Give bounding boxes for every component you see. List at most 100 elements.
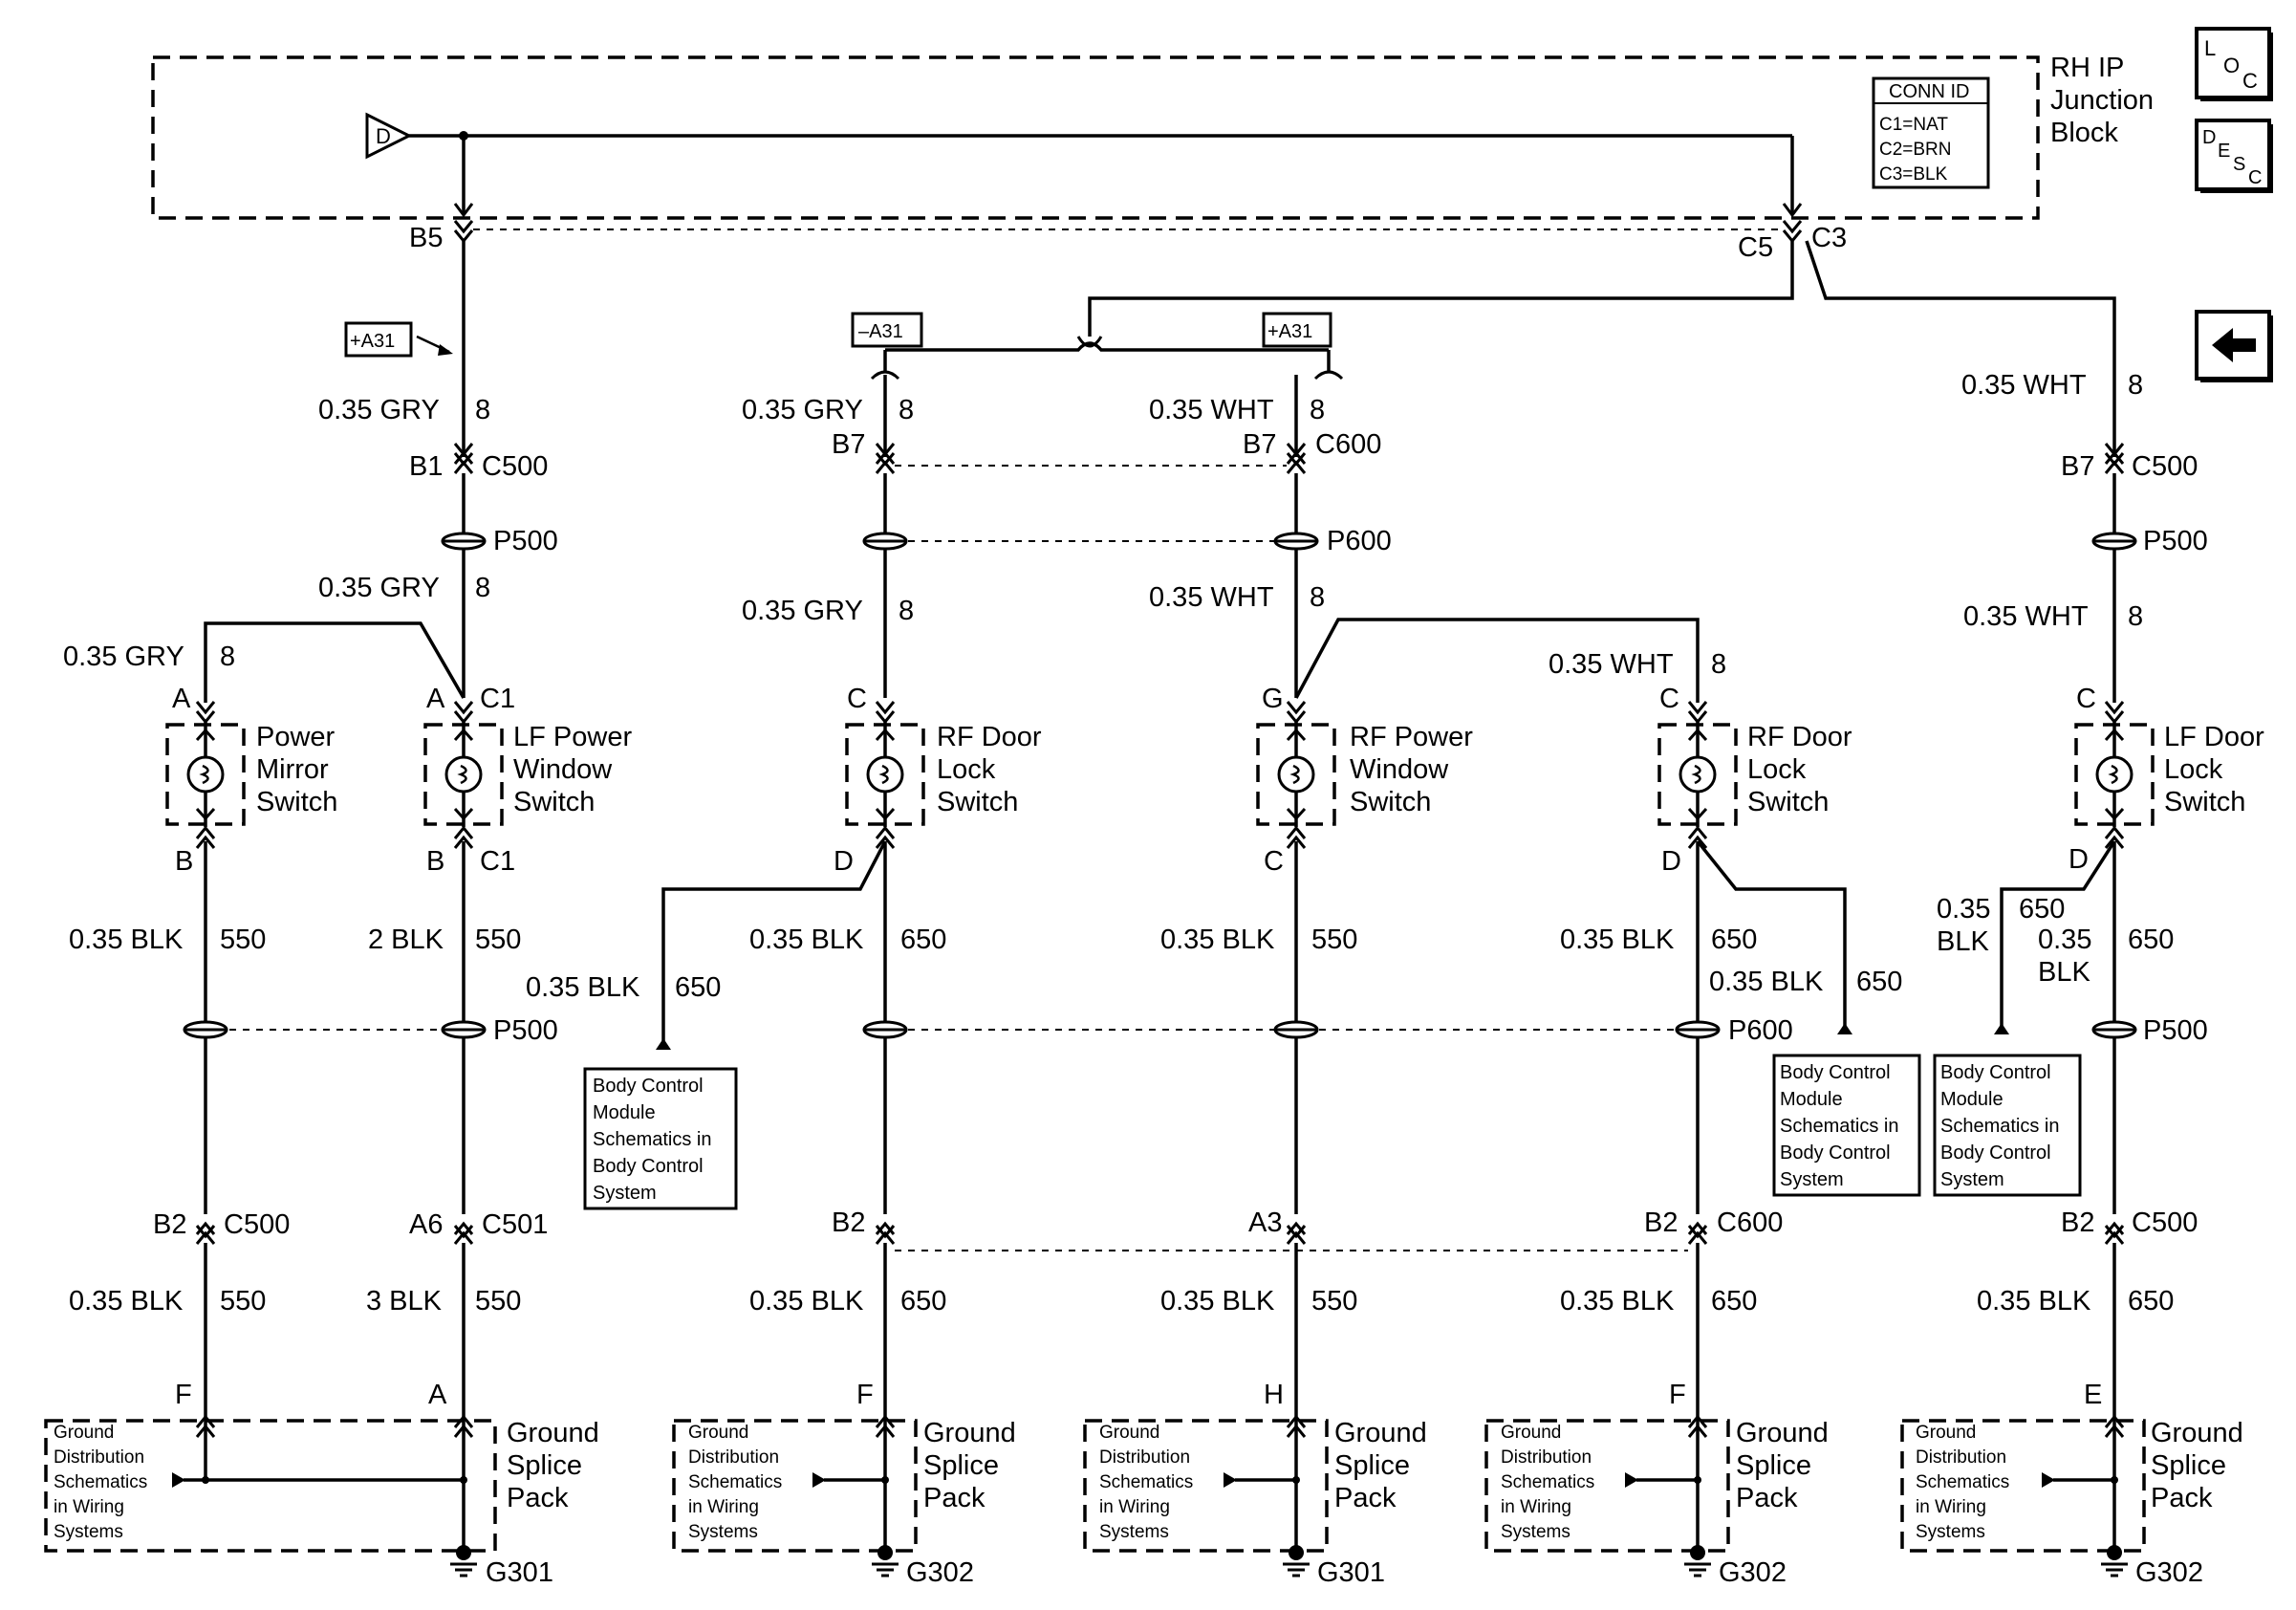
svg-text:Systems: Systems xyxy=(1099,1522,1169,1542)
svg-text:8: 8 xyxy=(2128,601,2143,632)
svg-text:P500: P500 xyxy=(493,1015,558,1046)
svg-text:Switch: Switch xyxy=(1350,787,1431,817)
svg-text:Ground: Ground xyxy=(1099,1423,1159,1443)
svg-text:Window: Window xyxy=(513,754,613,785)
svg-text:Schematics: Schematics xyxy=(1099,1472,1193,1492)
svg-text:Switch: Switch xyxy=(513,787,595,817)
svg-text:B7: B7 xyxy=(2061,451,2094,482)
svg-text:Body Control: Body Control xyxy=(593,1076,704,1097)
svg-text:0.35 GRY: 0.35 GRY xyxy=(318,573,440,603)
svg-text:Lock: Lock xyxy=(1747,754,1807,785)
svg-text:Switch: Switch xyxy=(2164,787,2245,817)
svg-text:Distribution: Distribution xyxy=(1916,1447,2006,1468)
svg-text:B1: B1 xyxy=(409,451,443,482)
svg-text:8: 8 xyxy=(899,395,914,425)
svg-text:Splice: Splice xyxy=(2151,1450,2226,1481)
svg-text:650: 650 xyxy=(675,972,721,1003)
svg-text:650: 650 xyxy=(2128,1286,2174,1316)
svg-text:Systems: Systems xyxy=(1916,1522,1985,1542)
svg-text:Body Control: Body Control xyxy=(1780,1142,1891,1164)
svg-text:G301: G301 xyxy=(1317,1557,1385,1588)
svg-text:+A31: +A31 xyxy=(350,331,395,352)
svg-text:A: A xyxy=(428,1380,447,1410)
svg-text:Body Control: Body Control xyxy=(1940,1142,2051,1164)
svg-text:Body Control: Body Control xyxy=(593,1156,704,1177)
svg-text:P600: P600 xyxy=(1728,1015,1793,1046)
svg-text:Schematics in: Schematics in xyxy=(1780,1116,1899,1137)
svg-text:L: L xyxy=(2204,36,2216,60)
loc-button[interactable]: L O C xyxy=(2195,27,2273,101)
svg-text:0.35 BLK: 0.35 BLK xyxy=(1560,925,1675,955)
svg-text:Pack: Pack xyxy=(1736,1483,1798,1513)
svg-text:C500: C500 xyxy=(224,1209,290,1240)
svg-text:0.35 BLK: 0.35 BLK xyxy=(526,972,640,1003)
svg-text:in Wiring: in Wiring xyxy=(54,1497,124,1517)
svg-text:0.35 GRY: 0.35 GRY xyxy=(63,642,184,672)
svg-text:650: 650 xyxy=(900,925,946,955)
ground-splice-pack-3: Ground Distribution Schematics in Wiring… xyxy=(1083,1405,1427,1553)
svg-text:650: 650 xyxy=(1711,925,1757,955)
svg-text:Mirror: Mirror xyxy=(256,754,329,785)
svg-text:C600: C600 xyxy=(1315,429,1381,460)
svg-text:Schematics in: Schematics in xyxy=(1940,1116,2060,1137)
svg-text:B2: B2 xyxy=(832,1208,865,1238)
svg-text:0.35 BLK: 0.35 BLK xyxy=(69,925,184,955)
svg-text:Distribution: Distribution xyxy=(54,1447,144,1468)
svg-text:H: H xyxy=(1264,1380,1284,1410)
svg-text:B5: B5 xyxy=(409,223,443,253)
svg-text:C600: C600 xyxy=(1717,1208,1783,1238)
svg-text:BLK: BLK xyxy=(1937,926,1989,957)
svg-text:B: B xyxy=(426,846,444,877)
svg-text:Ground: Ground xyxy=(2151,1418,2243,1448)
svg-text:Schematics: Schematics xyxy=(54,1472,147,1492)
rf-power-window-switch: RF Power Window Switch xyxy=(1256,720,1473,829)
svg-text:BLK: BLK xyxy=(2038,957,2090,988)
svg-text:650: 650 xyxy=(900,1286,946,1316)
svg-text:650: 650 xyxy=(2019,894,2065,925)
svg-text:P500: P500 xyxy=(493,526,558,556)
svg-text:in Wiring: in Wiring xyxy=(688,1497,759,1517)
svg-text:0.35 BLK: 0.35 BLK xyxy=(1160,1286,1275,1316)
left-arrow-icon[interactable] xyxy=(2195,310,2273,382)
svg-text:G301: G301 xyxy=(486,1557,553,1588)
svg-text:B7: B7 xyxy=(832,429,865,460)
svg-text:D: D xyxy=(1661,846,1681,877)
svg-text:0.35 WHT: 0.35 WHT xyxy=(1961,370,2087,401)
svg-text:B2: B2 xyxy=(2061,1208,2094,1238)
svg-text:0.35 BLK: 0.35 BLK xyxy=(1709,967,1824,997)
svg-text:Body Control: Body Control xyxy=(1940,1062,2051,1083)
svg-text:0.35 BLK: 0.35 BLK xyxy=(69,1286,184,1316)
svg-text:in Wiring: in Wiring xyxy=(1916,1497,1986,1517)
svg-text:0.35 BLK: 0.35 BLK xyxy=(1560,1286,1675,1316)
svg-text:LF Door: LF Door xyxy=(2164,722,2264,752)
svg-text:C3=BLK: C3=BLK xyxy=(1879,164,1948,185)
svg-text:D: D xyxy=(834,846,854,877)
bcm-reference-box-3: Body Control Module Schematics in Body C… xyxy=(1933,1054,2082,1197)
svg-text:Module: Module xyxy=(593,1102,656,1123)
svg-text:0.35 WHT: 0.35 WHT xyxy=(1549,649,1674,680)
svg-text:Ground: Ground xyxy=(1736,1418,1829,1448)
svg-text:550: 550 xyxy=(475,925,521,955)
rf-door-lock-switch: RF Door Lock Switch xyxy=(845,720,1042,829)
svg-text:C500: C500 xyxy=(482,451,548,482)
desc-button[interactable]: D E S C xyxy=(2195,119,2273,193)
svg-text:0.35: 0.35 xyxy=(2038,925,2091,955)
svg-text:Ground: Ground xyxy=(1334,1418,1427,1448)
svg-text:System: System xyxy=(1780,1169,1844,1190)
svg-text:A3: A3 xyxy=(1248,1208,1282,1238)
svg-text:Body Control: Body Control xyxy=(1780,1062,1891,1083)
bcm-reference-box-1: Body Control Module Schematics in Body C… xyxy=(583,1067,738,1210)
svg-text:Splice: Splice xyxy=(1736,1450,1811,1481)
svg-text:System: System xyxy=(593,1183,657,1204)
svg-text:C: C xyxy=(2242,69,2258,93)
lf-power-window-switch: LF Power Window Switch xyxy=(423,720,632,829)
svg-text:Splice: Splice xyxy=(923,1450,999,1481)
svg-text:RF Power: RF Power xyxy=(1350,722,1473,752)
svg-text:LF Power: LF Power xyxy=(513,722,632,752)
svg-text:P600: P600 xyxy=(1327,526,1392,556)
svg-text:8: 8 xyxy=(475,395,490,425)
svg-text:8: 8 xyxy=(475,573,490,603)
svg-text:Pack: Pack xyxy=(923,1483,986,1513)
ground-splice-pack-2: Ground Distribution Schematics in Wiring… xyxy=(672,1405,1016,1553)
